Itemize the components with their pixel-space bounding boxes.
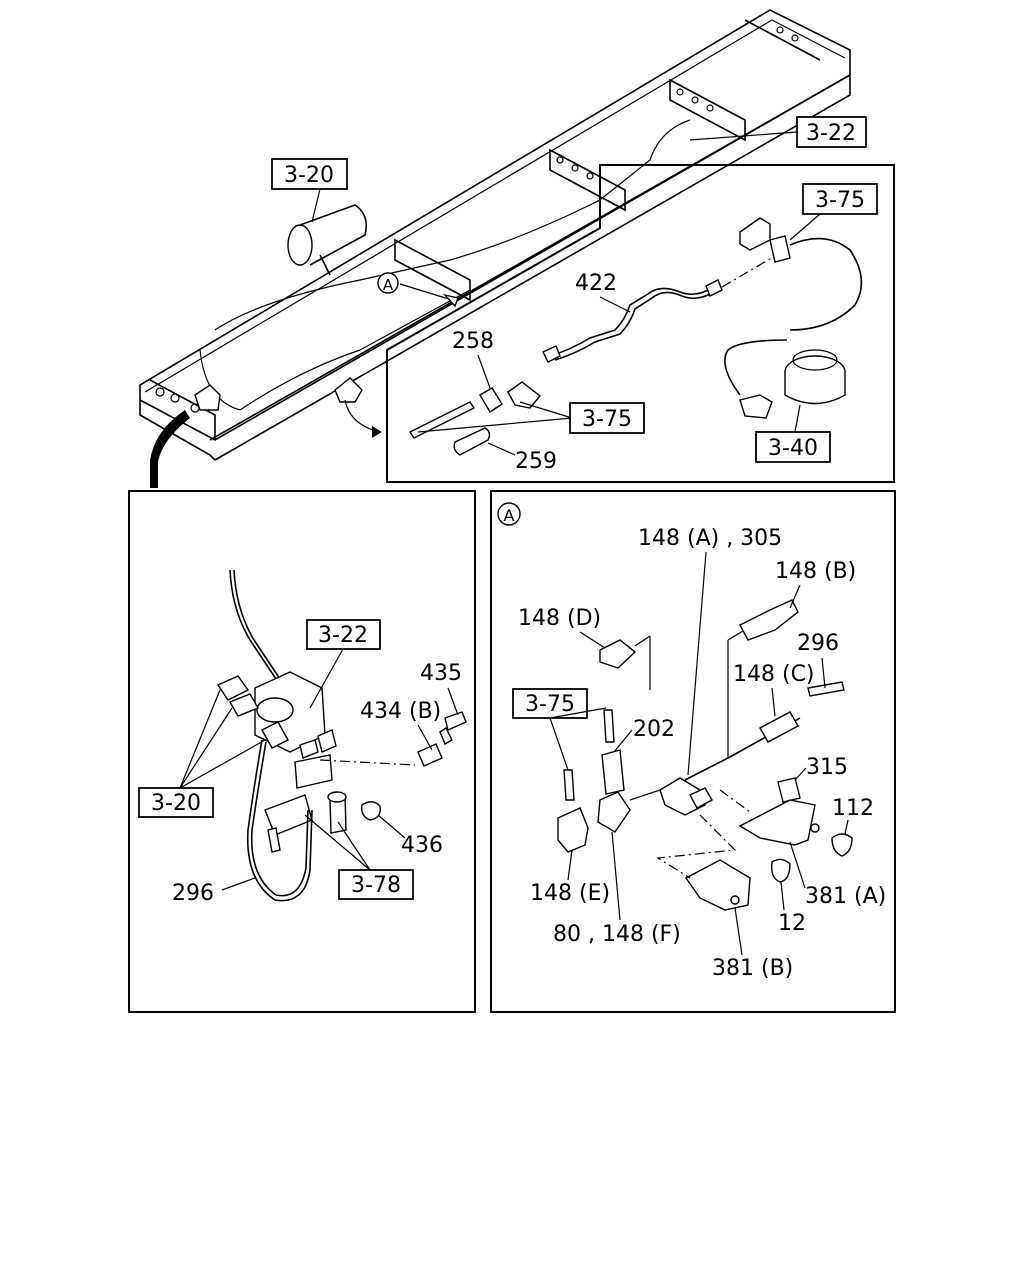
ref-label: 3-40 <box>768 436 818 461</box>
brake-chamber-3-40 <box>739 349 846 419</box>
marker-a-label: A <box>504 506 515 525</box>
part-label-148a-305: 148 (A) , 305 <box>638 526 782 551</box>
ref-label: 3-22 <box>806 121 856 146</box>
part-label-435: 435 <box>420 661 462 686</box>
ref-box-3-40[interactable]: 3-40 <box>755 431 831 463</box>
marker-a-right[interactable]: A <box>497 502 521 526</box>
inset-panel-top <box>386 164 895 483</box>
ref-label: 3-20 <box>284 163 334 188</box>
part-258 <box>479 381 542 413</box>
ref-label: 3-78 <box>351 873 401 898</box>
part-label-258: 258 <box>452 329 494 354</box>
part-label-381b: 381 (B) <box>712 956 793 981</box>
tee-fitting-assembly <box>557 599 853 911</box>
part-label-148e: 148 (E) <box>530 881 610 906</box>
ref-box-3-20-left[interactable]: 3-20 <box>138 787 214 818</box>
ref-box-3-22-left[interactable]: 3-22 <box>306 619 381 650</box>
part-label-296-right: 296 <box>797 631 839 656</box>
ref-label: 3-20 <box>151 791 201 816</box>
ref-box-3-20-top[interactable]: 3-20 <box>271 158 348 190</box>
part-label-296-left: 296 <box>172 881 214 906</box>
part-label-422: 422 <box>575 271 617 296</box>
part-label-148b: 148 (B) <box>775 559 856 584</box>
ref-box-3-22-top[interactable]: 3-22 <box>796 116 867 148</box>
brake-pipe-422 <box>542 279 723 363</box>
ref-box-3-78[interactable]: 3-78 <box>338 869 414 900</box>
part-label-436: 436 <box>401 833 443 858</box>
part-label-148c: 148 (C) <box>733 662 815 687</box>
part-label-148d: 148 (D) <box>518 606 601 631</box>
part-label-112: 112 <box>832 796 874 821</box>
part-label-12: 12 <box>778 911 806 936</box>
relay-valve-assembly <box>216 569 467 902</box>
air-tank <box>287 204 368 276</box>
left-detail-panel <box>128 490 476 1013</box>
ref-box-3-75-top[interactable]: 3-75 <box>802 183 878 215</box>
marker-a-label: A <box>383 276 394 294</box>
part-label-259: 259 <box>515 449 557 474</box>
ref-label: 3-75 <box>815 188 865 213</box>
bracket-3-75-top <box>739 217 791 263</box>
part-label-202: 202 <box>633 717 675 742</box>
ref-label: 3-75 <box>525 692 575 717</box>
part-label-315: 315 <box>806 755 848 780</box>
right-detail-panel <box>490 490 896 1013</box>
part-label-434b: 434 (B) <box>360 699 441 724</box>
ref-label: 3-75 <box>582 407 632 432</box>
ref-label: 3-22 <box>318 623 368 648</box>
part-label-381a: 381 (A) <box>805 884 886 909</box>
marker-a-top[interactable]: A <box>377 272 399 294</box>
frame-holes <box>155 26 799 413</box>
part-label-80-148f: 80 , 148 (F) <box>553 922 681 947</box>
tube-pieces <box>408 401 491 456</box>
chassis-frame-drawing <box>139 9 851 488</box>
ref-box-3-75-inset[interactable]: 3-75 <box>569 402 645 434</box>
